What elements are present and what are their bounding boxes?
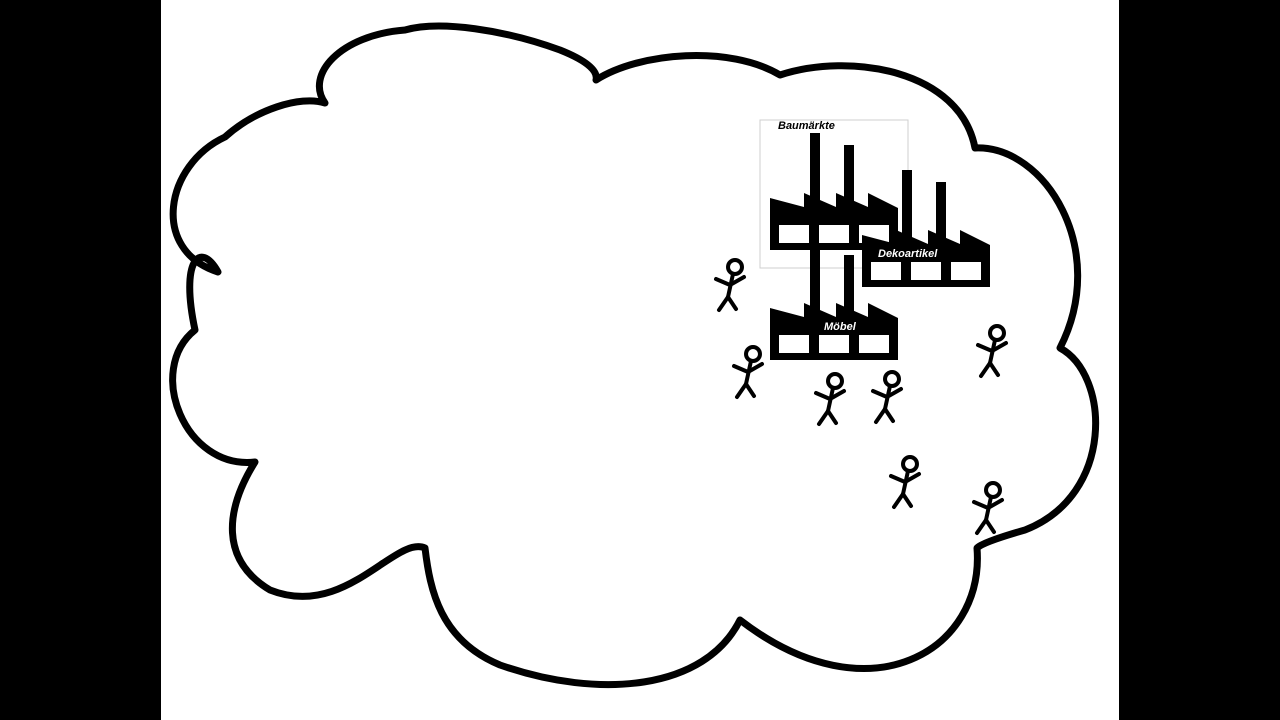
stick-figure-icon	[814, 372, 846, 426]
stick-figure-icon	[889, 455, 921, 509]
factory-label-dekoartikel: Dekoartikel	[878, 248, 938, 260]
factory-icon	[770, 133, 898, 250]
cloud-outline	[169, 22, 1099, 689]
factory-baumaerkte	[770, 133, 898, 250]
factory-label-baumaerkte: Baumärkte	[778, 120, 835, 132]
white-canvas	[161, 0, 1119, 720]
stick-figure-icon	[972, 481, 1004, 535]
stick-figure-icon	[714, 258, 746, 312]
stick-figure-icon	[871, 370, 903, 424]
stick-figure-icon	[732, 345, 764, 399]
stick-figure-icon	[976, 324, 1008, 378]
factory-label-moebel: Möbel	[824, 321, 857, 333]
